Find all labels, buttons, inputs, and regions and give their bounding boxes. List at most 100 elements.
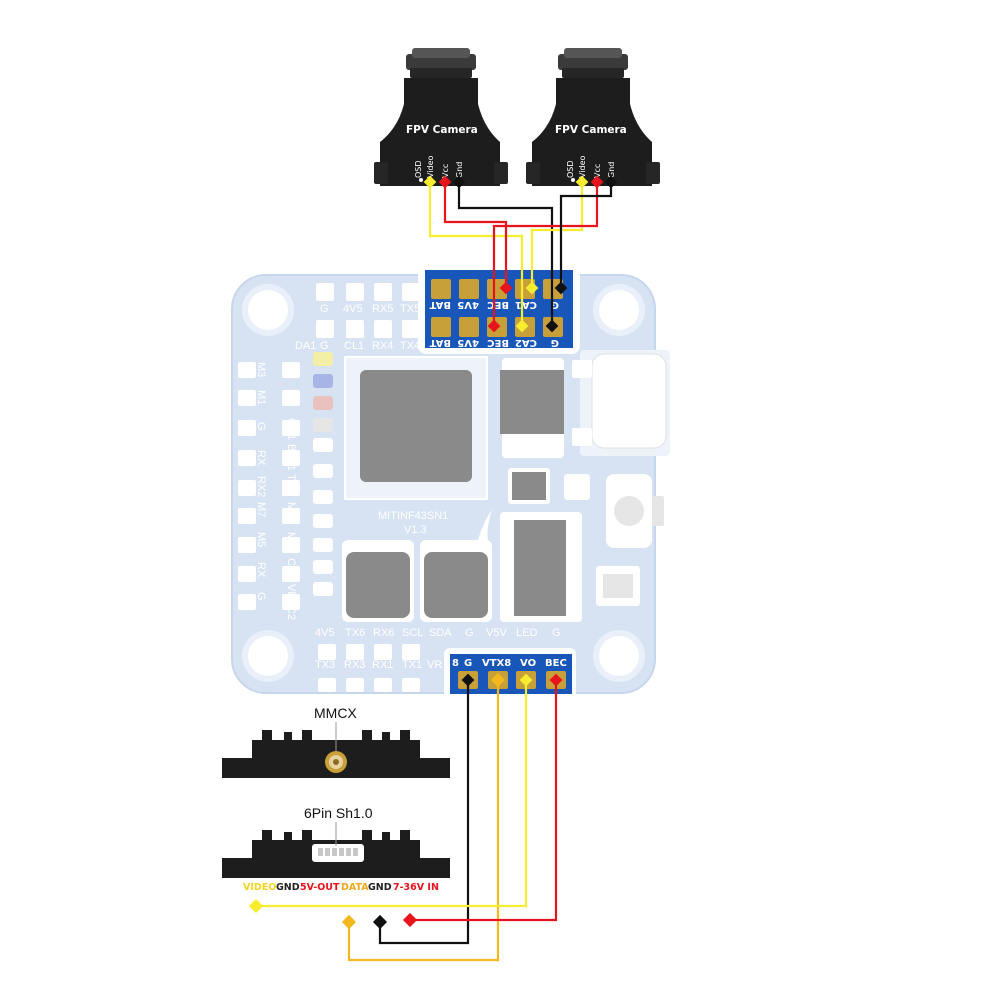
camera-title: FPV Camera [555,124,627,136]
fc-label: M5 [255,532,267,547]
fc-label: G [255,592,267,601]
vtx-connector-view: 6Pin Sh1.0 [222,805,450,878]
camera-pad-header: BAT 4V5 BEC CA1 G BAT 4V5 BEC CA2 G [418,262,580,354]
mcu-chip [344,356,488,500]
fc-label: VR [427,659,442,671]
header-label: BEC [487,337,509,348]
inductors [342,540,492,622]
fpv-camera-right: FPV Camera OSD Video Vcc Gnd [526,48,660,186]
top-pads [316,283,420,338]
fc-label: 4V5 [315,627,335,639]
fc-label: TX6 [345,627,365,639]
fc-label: SDA [429,627,452,639]
wire-red [492,182,599,326]
vtx-pin-label: 7-36V IN [393,882,439,893]
mount-hole [242,284,294,336]
camera-pin: Video [578,155,587,178]
camera-pin: Vcc [441,164,450,178]
fc-label: RX3 [344,659,365,671]
header-label: BEC [545,658,567,669]
header-label: CA2 [515,337,537,348]
fc-label: RX5 [372,303,393,315]
bottom-pad-labels: 4V5 TX6 RX6 SCL SDA G V5V LED G TX3 RX3 … [315,627,561,671]
fc-label: CU2 [285,558,297,580]
header-label: BEC [487,299,509,310]
camera-pin: Gnd [607,162,616,178]
wire-black [559,182,613,288]
fc-label: RX [255,562,267,578]
wire-orange [347,680,500,962]
mount-hole [593,630,645,682]
camera-wires [428,182,613,326]
fc-label: VESC2 [285,584,297,620]
header-label: 4V5 [457,337,479,348]
header-label: CA1 [515,299,537,310]
header-label: VO [520,658,536,669]
fc-label: G [255,422,267,431]
fc-label: TX2 [285,474,297,494]
wire-yellow [428,182,524,326]
left-pad-labels: M4 M3 M2 M1 CU1 G BAT1 RX TX2 RX2 M8 M7 … [255,362,297,620]
fpv-camera-left: FPV Camera OSD Video Vcc Gnd [374,48,508,186]
flight-controller-board: G 4V5 RX5 TX5 G DA1 CL1 RX4 TX4 M4 M3 [231,274,670,694]
vtx-pin-label: VIDEO [243,882,276,893]
fc-label: G [552,627,561,639]
fc-label: M7 [255,502,267,517]
fc-label: M8 [285,502,297,517]
fc-label: TX1 [402,659,422,671]
board-version: V1.3 [404,524,427,536]
mount-hole [242,630,294,682]
fc-label: M1 [255,390,267,405]
logo-icon [478,510,492,540]
top-pad-labels: G 4V5 RX5 TX5 G DA1 CL1 RX4 TX4 [295,303,420,352]
mmcx-label: MMCX [314,705,357,721]
fc-label: M2 [285,390,297,405]
fc-label: M4 [285,362,297,377]
fc-label: RX6 [373,627,394,639]
fc-label: G [320,303,329,315]
camera-title: FPV Camera [406,124,478,136]
fc-label: M3 [255,362,267,377]
fc-label: RX [255,450,267,466]
fc-label: TX4 [400,340,420,352]
fc-label: M6 [285,532,297,547]
vtx-pin-label: GND [276,882,300,893]
header-label: 4V5 [457,299,479,310]
fc-label: TX3 [315,659,335,671]
fc-label: BAT1 [285,444,297,471]
wire-red [410,680,558,922]
fc-label: V5V [486,627,507,639]
connector-label: 6Pin Sh1.0 [304,805,373,821]
fc-label: RX1 [372,659,393,671]
header-label: G [464,658,472,669]
camera-pin: Video [426,155,435,178]
header-label: G [551,299,559,310]
camera-pin: Gnd [455,162,464,178]
bottom-pads [318,644,420,692]
wire-black [457,182,554,326]
wire-yellow [530,182,584,288]
header-label: VTX8 [482,658,511,669]
fc-label: CL1 [344,340,364,352]
wire-yellow [256,680,528,908]
fc-label: TX5 [400,303,420,315]
camera-pin: Vcc [593,164,602,178]
mount-hole [593,284,645,336]
status-leds [313,352,333,596]
vtx-pin-label: DATA [341,882,369,893]
fc-label: 4V5 [343,303,363,315]
fc-label: DA1 [295,340,316,352]
vtx-wires [256,680,558,962]
fc-label: RX2 [255,476,267,497]
wire-black [378,680,470,945]
boot-button [606,474,664,548]
vtx-pin-label: 5V-OUT [300,882,340,893]
board-name: MITINF43SN1 [378,510,448,522]
header-label: 8 [452,658,459,669]
vtx-pad-header: 8 G VTX8 VO BEC [444,648,576,700]
vtx-pin-label: GND [368,882,392,893]
header-label: BAT [429,337,451,348]
camera-pin: OSD [414,160,423,178]
header-label: G [551,337,559,348]
